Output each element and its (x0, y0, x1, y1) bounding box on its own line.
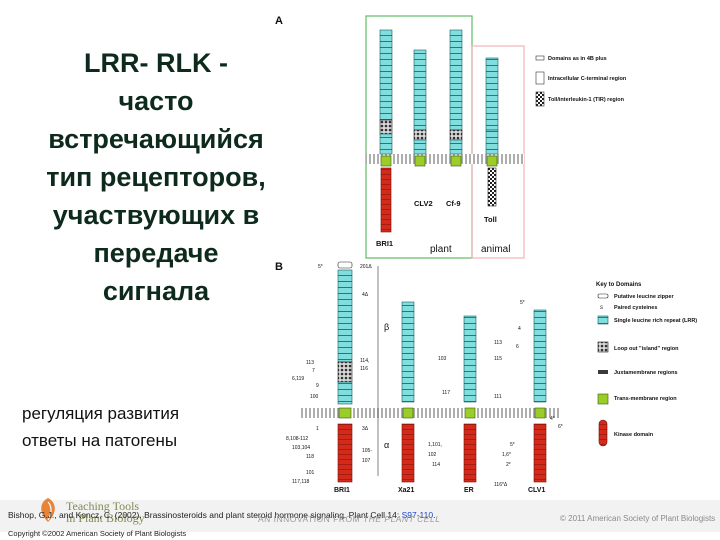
site-annotation: β (384, 322, 389, 332)
copyright-right: © 2011 American Society of Plant Biologi… (560, 514, 715, 523)
function-list: регуляция развития ответы на патогены (22, 400, 179, 454)
site-annotation: 114, (360, 358, 369, 364)
site-annotation: 8,108-112 (286, 436, 308, 442)
receptor-label: CLV2 (414, 199, 433, 208)
site-annotation: 3Δ (362, 426, 369, 432)
site-annotation: 1 (316, 426, 319, 432)
site-annotation: 6* (558, 424, 563, 430)
slide-title: LRR- RLK - часто встречающийся тип рецеп… (6, 44, 306, 310)
site-annotation: 5* (510, 442, 515, 448)
clv2-receptor (414, 50, 426, 166)
legend-swatch (536, 92, 544, 106)
site-annotation: 105- (362, 448, 372, 454)
bri1-receptor-a (380, 30, 392, 232)
key-swatch (598, 316, 608, 324)
title-line: тип рецепторов, (6, 158, 306, 196)
site-annotation: 116 (360, 366, 368, 372)
title-line: сигнала (6, 272, 306, 310)
innovation-tagline: AN INNOVATION FROM THE PLANT CELL (258, 514, 440, 524)
site-annotation: 116*Δ (494, 482, 508, 488)
legend-text: Domains as in 4B plus (548, 56, 607, 62)
site-annotation: α (384, 440, 389, 450)
legend-text: Intracellular C-terminal region (548, 76, 627, 82)
cf9-receptor (450, 30, 462, 166)
key-swatch (598, 294, 608, 298)
key-item: Loop out "island" region (614, 346, 679, 352)
site-annotation: 9 (316, 383, 319, 389)
function-item: ответы на патогены (22, 427, 179, 454)
receptor-label: Xa21 (398, 487, 414, 494)
title-line: передаче (6, 234, 306, 272)
key-item: Paired cysteines (614, 305, 657, 311)
key-swatch (599, 420, 607, 446)
animal-label: animal (481, 244, 510, 255)
site-annotation: 113 (494, 340, 502, 346)
site-annotation: 2* (506, 462, 511, 468)
receptor-label: ER (464, 487, 474, 494)
panel-b-label: B (275, 261, 283, 273)
innovation-text: AN INNOVATION FROM (258, 514, 363, 524)
key-swatch (598, 394, 608, 404)
receptor-label: Cf-9 (446, 199, 461, 208)
function-item: регуляция развития (22, 400, 179, 427)
site-annotation: 102 (428, 452, 437, 458)
plant-label: plant (430, 244, 452, 255)
site-annotation: 4 (518, 326, 521, 332)
site-annotation: 201Δ (360, 264, 372, 270)
site-annotation: 103,104 (292, 445, 310, 451)
receptor-label: CLV1 (528, 487, 545, 494)
clv1-receptor (534, 310, 546, 482)
receptor-label: Toll (484, 215, 497, 224)
site-annotation: 5* (318, 264, 323, 270)
key-item: Juxtamembrane regions (614, 370, 678, 376)
site-annotation: 7 (312, 368, 315, 374)
footer: Teaching Tools in Plant Biology Bishop, … (0, 496, 720, 540)
site-annotation: 107 (362, 458, 371, 464)
er-receptor (464, 316, 476, 482)
site-annotation: 100 (310, 394, 319, 400)
key-title: Key to Domains (596, 282, 642, 288)
site-annotation: 6,119 (292, 376, 304, 382)
receptor-label: BRI1 (334, 487, 350, 494)
site-annotation: 101 (306, 470, 315, 476)
copyright: Copyright ©2002 American Society of Plan… (8, 529, 186, 538)
site-annotation: 4* (550, 416, 555, 422)
key-item: Single leucine rich repeat (LRR) (614, 318, 697, 324)
title-line: участвующих в (6, 196, 306, 234)
receptor-label: BRI1 (376, 239, 393, 248)
key-swatch (598, 342, 608, 352)
legend-text: Toll/interleukin-1 (TIR) region (548, 97, 625, 103)
key-swatch (598, 370, 608, 374)
site-annotation: 115 (494, 356, 502, 362)
site-annotation: 103 (438, 356, 447, 362)
site-annotation: 4Δ (362, 292, 369, 298)
title-line: встречающийся (6, 120, 306, 158)
site-annotation: 1,6* (502, 452, 511, 458)
key-swatch: s (600, 305, 603, 311)
site-annotation: 1,101, (428, 442, 442, 448)
site-annotation: 5* (520, 300, 525, 306)
site-annotation: 113 (306, 360, 314, 366)
site-annotation: 114 (432, 462, 440, 468)
key-item: Trans-membrane region (614, 396, 677, 402)
site-annotation: 117,118 (292, 479, 310, 485)
title-line: часто (6, 82, 306, 120)
site-annotation: 111 (494, 394, 502, 400)
title-line: LRR- RLK - (6, 44, 306, 82)
innovation-journal: THE PLANT CELL (363, 514, 440, 524)
site-annotation: 118 (306, 454, 314, 460)
key-item: Putative leucine zipper (614, 294, 674, 300)
site-annotation: 6 (516, 344, 519, 350)
panel-a-label: A (275, 15, 283, 27)
xa21-receptor (402, 302, 414, 482)
key-item: Kinase domain (614, 432, 654, 438)
site-annotation: 117 (442, 390, 450, 396)
receptor-diagram: A BRI1 CLV2 Cf-9 Toll plant animal Domai… (268, 8, 714, 496)
toll-receptor (486, 58, 498, 206)
legend-swatch (536, 56, 544, 60)
legend-swatch (536, 72, 544, 84)
